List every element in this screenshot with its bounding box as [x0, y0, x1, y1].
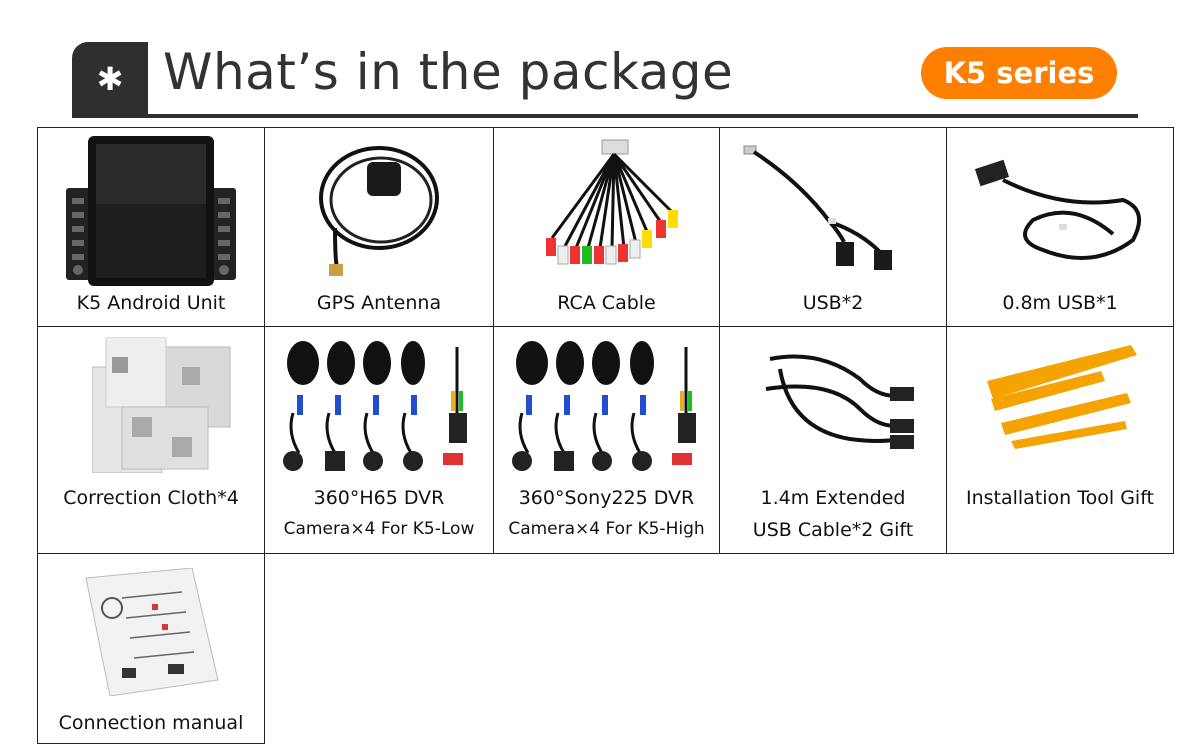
usb-extension-icon [765, 354, 914, 449]
camera-kit-icon [512, 341, 696, 471]
asterisk-icon: ✱ [96, 60, 124, 98]
package-item-usb-extension: 1.4m Extended USB Cable*2 Gift [719, 326, 947, 554]
item-caption: USB*2 [802, 292, 864, 314]
android-head-unit-icon [66, 136, 236, 286]
header-divider [72, 114, 1138, 118]
series-badge: K5 series [921, 47, 1117, 99]
package-item-usb: USB*2 [719, 127, 947, 327]
item-caption: 1.4m Extended [760, 487, 906, 509]
camera-kit-icon [283, 341, 467, 471]
item-caption: Connection manual [58, 712, 244, 734]
package-item-gps-antenna: GPS Antenna [264, 127, 494, 327]
manual-icon [85, 568, 219, 696]
package-item-connection-manual: Connection manual [37, 553, 265, 744]
item-caption: GPS Antenna [316, 292, 442, 314]
cloth-icon [92, 337, 231, 473]
item-caption-secondary: Camera×4 For K5-High [508, 519, 705, 539]
package-item-installation-tool: Installation Tool Gift [946, 326, 1174, 554]
rca-cable-icon [546, 139, 678, 265]
header-badge: ✱ [72, 42, 148, 116]
item-caption: Installation Tool Gift [965, 487, 1155, 509]
page-title: What’s in the package [163, 43, 734, 101]
package-item-android-unit: K5 Android Unit [37, 127, 265, 327]
usb-cable-icon [974, 159, 1142, 260]
package-item-correction-cloth: Correction Cloth*4 [37, 326, 265, 554]
item-caption: 360°Sony225 DVR [518, 487, 695, 509]
usb-cable-icon [743, 145, 892, 270]
package-item-rca-cable: RCA Cable [493, 127, 720, 327]
item-caption: K5 Android Unit [76, 292, 226, 314]
package-item-h65-camera: 360°H65 DVR Camera×4 For K5-Low [264, 326, 494, 554]
item-caption: 0.8m USB*1 [1002, 292, 1118, 314]
gps-antenna-icon [319, 146, 439, 276]
package-item-sony225-camera: 360°Sony225 DVR Camera×4 For K5-High [493, 326, 720, 554]
item-caption-secondary: USB Cable*2 Gift [752, 519, 914, 541]
package-item-usb-08m: 0.8m USB*1 [946, 127, 1174, 327]
pry-tool-icon [987, 345, 1137, 449]
item-caption-secondary: Camera×4 For K5-Low [283, 519, 475, 539]
item-caption: Correction Cloth*4 [63, 487, 239, 509]
item-caption: RCA Cable [557, 292, 656, 314]
item-caption: 360°H65 DVR [313, 487, 445, 509]
